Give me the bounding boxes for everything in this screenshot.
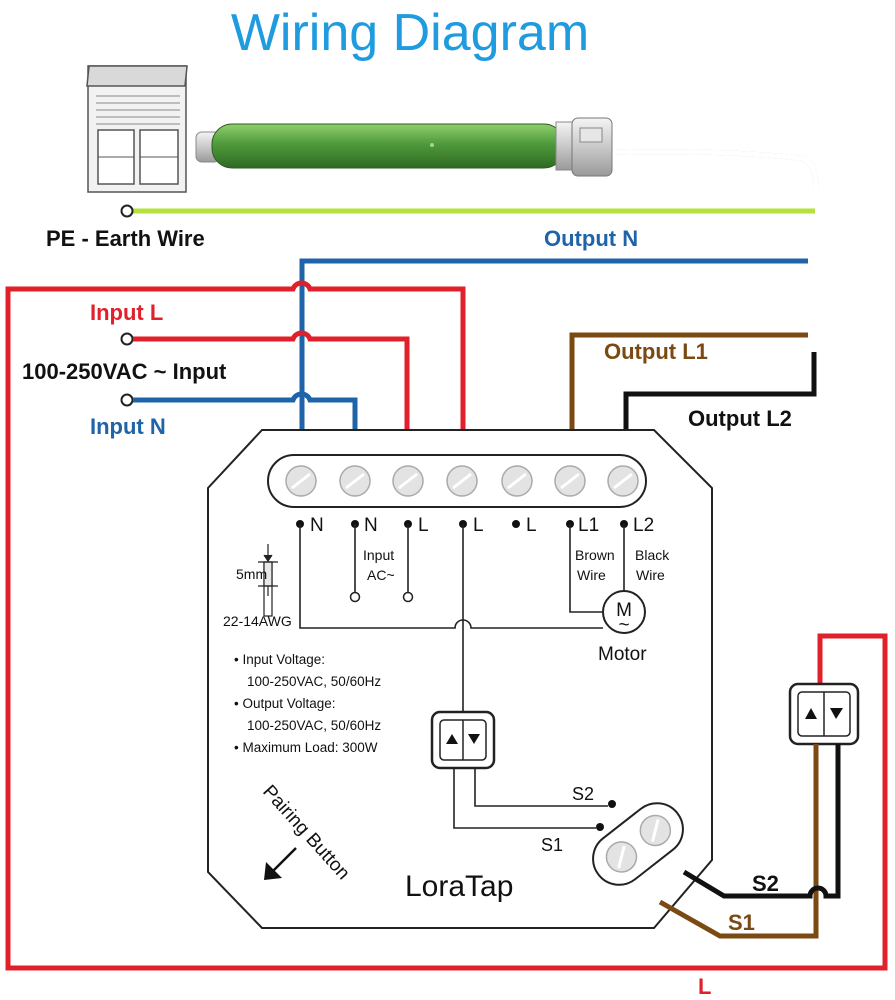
page-title: Wiring Diagram bbox=[231, 4, 589, 62]
module-body bbox=[207, 429, 713, 929]
external-switch bbox=[788, 682, 860, 746]
strip-length-label: 5mm bbox=[236, 566, 267, 582]
output-l1-label: Output L1 bbox=[604, 339, 708, 364]
input-l-label: Input L bbox=[90, 300, 163, 325]
down-arrow-icon bbox=[830, 708, 843, 719]
internal-switch bbox=[430, 710, 496, 770]
bottom-l-label: L bbox=[698, 974, 711, 999]
svg-text:M: M bbox=[616, 600, 632, 621]
pe-earth-label: PE - Earth Wire bbox=[46, 226, 205, 251]
spec-line: • Output Voltage: bbox=[234, 696, 336, 711]
up-arrow-icon bbox=[805, 708, 817, 719]
output-n-wire bbox=[299, 258, 808, 432]
window-shutter-icon bbox=[86, 65, 188, 193]
spec-line: 100-250VAC, 50/60Hz bbox=[247, 718, 381, 733]
external-s2-wire bbox=[682, 744, 841, 899]
brown-wire-label: Wire bbox=[577, 567, 606, 583]
input-n-wire bbox=[133, 391, 358, 432]
black-wire-label: Black bbox=[635, 547, 670, 563]
spec-line: • Input Voltage: bbox=[234, 652, 325, 667]
output-l2-label: Output L2 bbox=[688, 406, 792, 431]
switch-s1-label: S1 bbox=[541, 835, 563, 855]
terminal-label: N bbox=[310, 515, 324, 536]
terminal-dots bbox=[296, 520, 628, 528]
output-l2-wire bbox=[623, 352, 817, 432]
input-ac-label: AC~ bbox=[367, 567, 395, 583]
brown-wire-label: Brown bbox=[575, 547, 615, 563]
internal-wiring bbox=[299, 524, 625, 712]
terminal-label: L2 bbox=[633, 515, 654, 536]
input-ac-label: Input bbox=[363, 547, 394, 563]
terminal-label: L bbox=[526, 515, 537, 536]
brand-label: LoraTap bbox=[405, 870, 513, 903]
strip-length-icon bbox=[258, 544, 278, 617]
input-range-label: 100-250VAC ~ Input bbox=[22, 359, 227, 384]
pairing-arrow-icon bbox=[264, 847, 297, 880]
external-s2-label: S2 bbox=[752, 871, 779, 896]
down-arrow-icon bbox=[468, 734, 480, 744]
main-live-loop bbox=[5, 280, 888, 971]
svg-text:~: ~ bbox=[618, 615, 629, 636]
spec-line: 100-250VAC, 50/60Hz bbox=[247, 674, 381, 689]
motor-label: Motor bbox=[598, 644, 647, 665]
black-wire-label: Wire bbox=[636, 567, 665, 583]
terminal-label: N bbox=[364, 515, 378, 536]
spec-line: • Maximum Load: 300W bbox=[234, 740, 378, 755]
terminal-label: L bbox=[473, 515, 484, 536]
external-s1-label: S1 bbox=[728, 910, 755, 935]
up-arrow-icon bbox=[446, 734, 458, 744]
switch-s2-label: S2 bbox=[572, 784, 594, 804]
motor-symbol: M ~ bbox=[602, 590, 646, 636]
output-l1-wire bbox=[569, 332, 808, 432]
switch-terminal-block bbox=[592, 802, 684, 886]
external-s1-wire bbox=[658, 744, 819, 939]
input-n-label: Input N bbox=[90, 414, 166, 439]
awg-label: 22-14AWG bbox=[223, 613, 292, 629]
tubular-motor-icon bbox=[195, 117, 819, 352]
output-n-label: Output N bbox=[544, 226, 638, 251]
terminal-label: L bbox=[418, 515, 429, 536]
input-l-wire bbox=[133, 330, 410, 432]
terminal-label: L1 bbox=[578, 515, 599, 536]
